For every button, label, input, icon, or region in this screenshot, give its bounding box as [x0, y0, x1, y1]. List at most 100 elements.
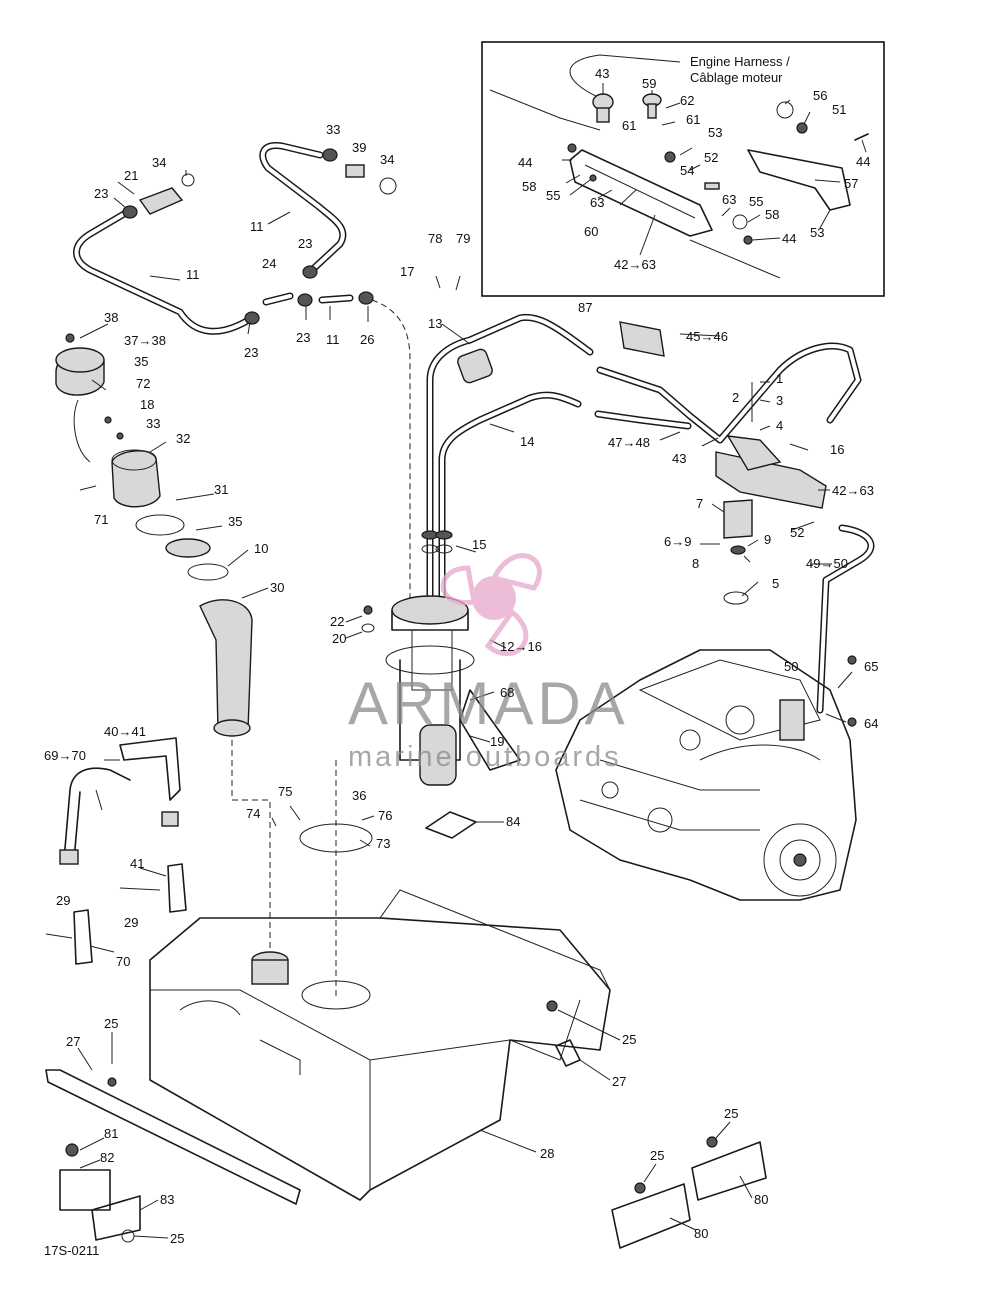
callout-25: 25: [650, 1148, 664, 1163]
callout-27: 27: [612, 1074, 626, 1089]
callout-32: 32: [176, 431, 190, 446]
callout-14: 14: [520, 434, 534, 449]
callout-61: 61: [686, 112, 700, 127]
fuel-tank: [149, 889, 611, 1201]
callout-70: 70: [116, 954, 130, 969]
tank-supports: [45, 1000, 767, 1249]
inset-title-line1: Engine Harness /: [690, 54, 790, 69]
engine-block: [555, 649, 857, 901]
callout-25: 25: [622, 1032, 636, 1047]
callout-63: 63: [722, 192, 736, 207]
callout-leaders: [77, 170, 853, 1239]
callout-31: 31: [214, 482, 228, 497]
callout-23: 23: [296, 330, 310, 345]
callout-53: 53: [810, 225, 824, 240]
callout-79: 79: [456, 231, 470, 246]
inset-title-line2: Câblage moteur: [690, 70, 783, 85]
callout-3: 3: [776, 393, 783, 408]
filler-cap-assembly: [55, 333, 271, 950]
callout-56: 56: [813, 88, 827, 103]
callout-11: 11: [186, 267, 200, 282]
callout-2: 2: [732, 390, 739, 405]
tank-straps: [45, 737, 187, 965]
callout-24: 24: [262, 256, 276, 271]
callout-15: 15: [472, 537, 486, 552]
callout-44: 44: [518, 155, 532, 170]
callout-41: 41: [130, 856, 144, 871]
callout-58: 58: [765, 207, 779, 222]
callout-28: 28: [540, 1146, 554, 1161]
callout-4: 4: [776, 418, 783, 433]
callout-34: 34: [380, 152, 394, 167]
callout-29: 29: [124, 915, 138, 930]
callout-42-63: 42→63: [832, 483, 874, 498]
callout-55: 55: [546, 188, 560, 203]
callout-61: 61: [622, 118, 636, 133]
drawing-code: 17S-0211: [44, 1243, 99, 1258]
callout-59: 59: [642, 76, 656, 91]
callout-22: 22: [330, 614, 344, 629]
callout-21: 21: [124, 168, 138, 183]
callout-38: 38: [104, 310, 118, 325]
callout-23: 23: [94, 186, 108, 201]
callout-35: 35: [228, 514, 242, 529]
callout-57: 57: [844, 176, 858, 191]
callout-87: 87: [578, 300, 592, 315]
callout-81: 81: [104, 1126, 118, 1141]
callout-20: 20: [332, 631, 346, 646]
callout-78: 78: [428, 231, 442, 246]
watermark-brand: ARMADA: [348, 670, 629, 737]
callout-25: 25: [724, 1106, 738, 1121]
callout-35: 35: [134, 354, 148, 369]
callout-83: 83: [160, 1192, 174, 1207]
callout-72: 72: [136, 376, 150, 391]
callout-19: 19: [490, 734, 504, 749]
callout-43: 43: [595, 66, 609, 81]
callout-60: 60: [584, 224, 598, 239]
callout-73: 73: [376, 836, 390, 851]
callout-52: 52: [704, 150, 718, 165]
callout-39: 39: [352, 140, 366, 155]
callout-8: 8: [692, 556, 699, 571]
fuel-lines: [426, 313, 875, 714]
callout-75: 75: [278, 784, 292, 799]
callout-80: 80: [754, 1192, 768, 1207]
callout-49-50: 49→50: [806, 556, 848, 571]
callout-82: 82: [100, 1150, 114, 1165]
callout-71: 71: [94, 512, 108, 527]
watermark-tagline: marine outboards: [348, 741, 622, 773]
callout-18: 18: [140, 397, 154, 412]
callout-69-70: 69→70: [44, 748, 86, 763]
callout-52: 52: [790, 525, 804, 540]
callout-62: 62: [680, 93, 694, 108]
callout-labels: 43 59 62 61 61 56 51 44 53 52 44 58 55 5…: [44, 66, 878, 1246]
callout-63: 63: [590, 195, 604, 210]
callout-68: 68: [500, 685, 514, 700]
callout-44: 44: [856, 154, 870, 169]
callout-16: 16: [830, 442, 844, 457]
callout-6-9: 6→9: [664, 534, 691, 549]
callout-7: 7: [696, 496, 703, 511]
callout-17: 17: [400, 264, 414, 279]
callout-33: 33: [146, 416, 160, 431]
callout-33: 33: [326, 122, 340, 137]
callout-11: 11: [326, 332, 340, 347]
callout-11: 11: [250, 219, 264, 234]
callout-27: 27: [66, 1034, 80, 1049]
callout-1: 1: [776, 371, 783, 386]
callout-34: 34: [152, 155, 166, 170]
callout-23: 23: [244, 345, 258, 360]
callout-53: 53: [708, 125, 722, 140]
callout-50: 50: [784, 659, 798, 674]
filler-vent-hoses: [73, 142, 411, 600]
callout-64: 64: [864, 716, 878, 731]
callout-47-48: 47→48: [608, 435, 650, 450]
callout-23: 23: [298, 236, 312, 251]
callout-76: 76: [378, 808, 392, 823]
callout-40-41: 40→41: [104, 724, 146, 739]
callout-42-63: 42→63: [614, 257, 656, 272]
callout-12-16: 12→16: [500, 639, 542, 654]
callout-65: 65: [864, 659, 878, 674]
callout-26: 26: [360, 332, 374, 347]
